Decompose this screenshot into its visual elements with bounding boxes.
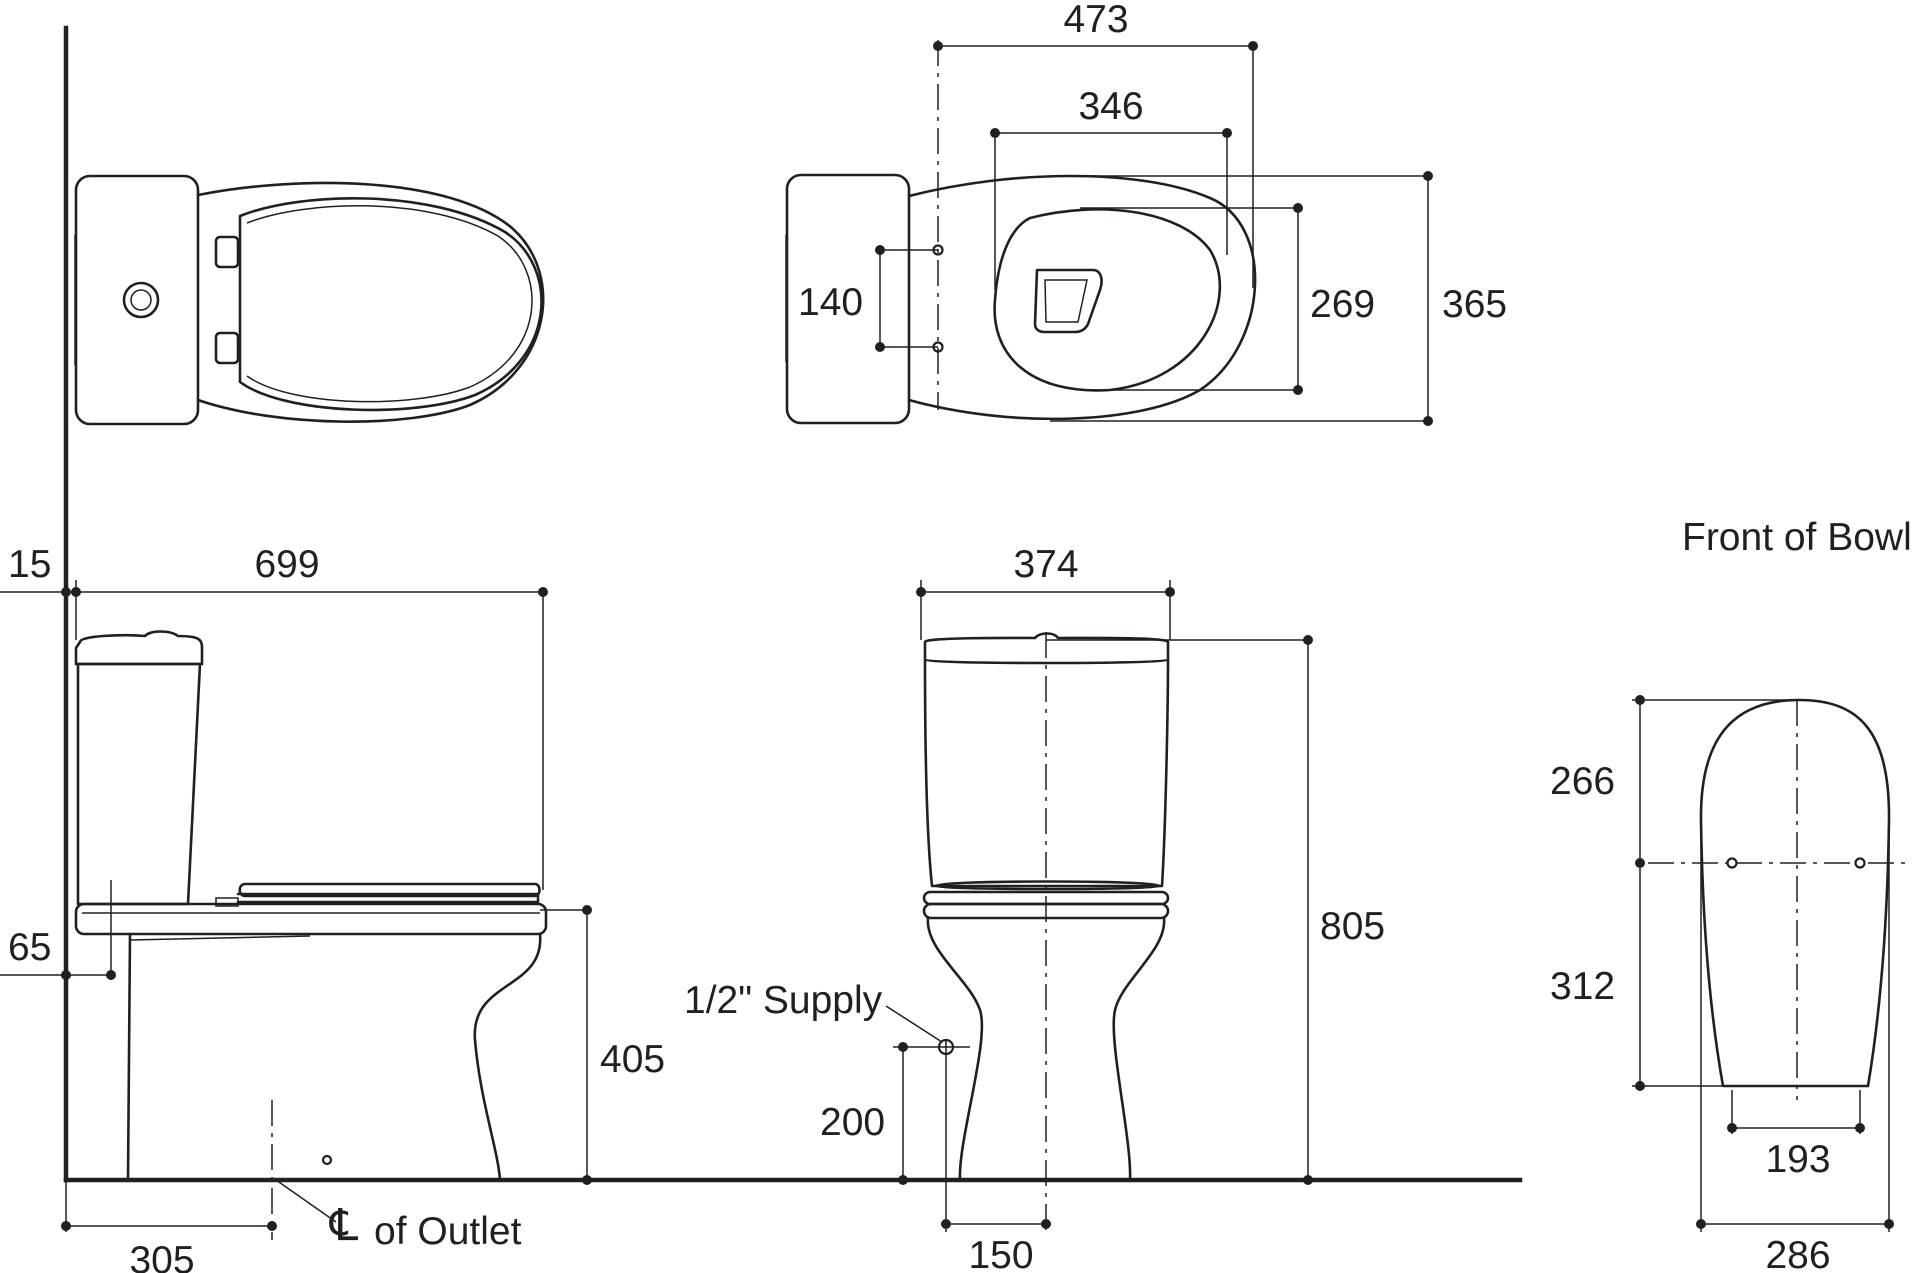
dim-473: 473	[1063, 0, 1128, 41]
dim-266: 266	[1550, 760, 1615, 803]
dim-312: 312	[1550, 965, 1615, 1008]
dim-699: 699	[254, 543, 319, 586]
centerline-symbol: ℄	[329, 1201, 359, 1250]
side-dimension-lines	[0, 580, 592, 1232]
annotation-labels: Front of Bowl 1/2" Supply ℄ of Outlet	[329, 516, 1912, 1253]
dim-269: 269	[1310, 283, 1375, 326]
dim-805: 805	[1320, 905, 1385, 948]
supply-label: 1/2" Supply	[684, 979, 883, 1022]
dim-286: 286	[1765, 1234, 1830, 1273]
plan-view-bowl-open	[785, 40, 1257, 425]
plan-dimension-lines	[875, 41, 1433, 426]
dim-193: 193	[1765, 1138, 1830, 1181]
dim-200: 200	[820, 1101, 885, 1144]
dim-65: 65	[8, 926, 51, 969]
dim-374: 374	[1013, 543, 1078, 586]
dimension-labels: 473 346 365 269 140 15 699 65 405 305 37…	[8, 0, 1831, 1273]
dim-305: 305	[129, 1239, 194, 1273]
wall-and-floor	[63, 25, 1523, 1183]
front-of-bowl-label: Front of Bowl	[1682, 516, 1912, 559]
front-of-bowl-view	[1648, 698, 1905, 1100]
dim-365: 365	[1442, 283, 1507, 326]
dim-15: 15	[8, 543, 51, 586]
front-elevation	[922, 632, 1170, 1230]
plan-view-seat-closed	[74, 174, 545, 426]
dim-150: 150	[968, 1234, 1033, 1273]
bowl-dimension-lines	[1632, 695, 1894, 1232]
dim-140: 140	[798, 281, 863, 324]
side-elevation	[74, 630, 548, 1240]
outlet-label: of Outlet	[374, 1210, 522, 1253]
dim-346: 346	[1078, 85, 1143, 128]
front-dimension-lines	[885, 580, 1313, 1232]
dim-405: 405	[600, 1038, 665, 1081]
